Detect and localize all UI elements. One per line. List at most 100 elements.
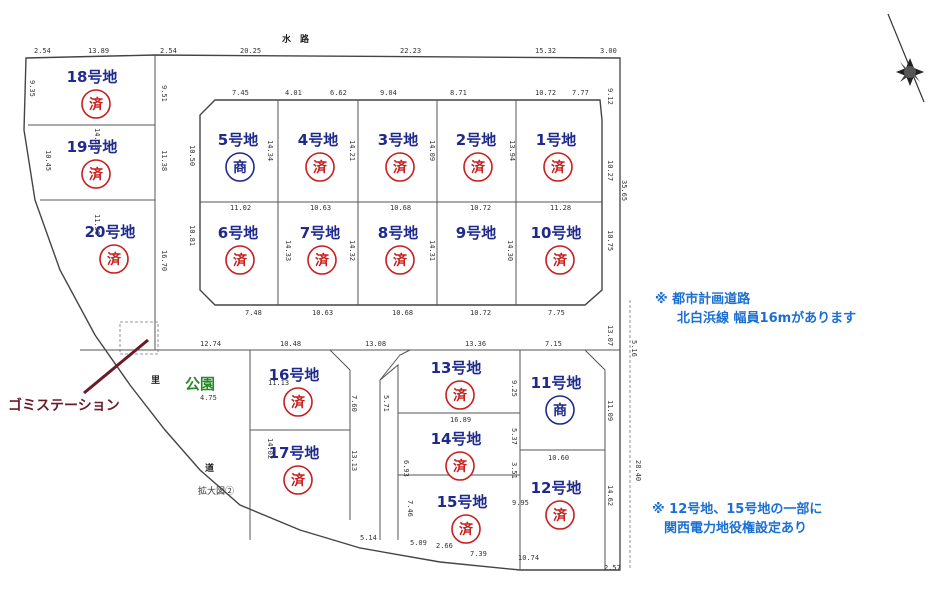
lot-label: 14号地 — [431, 430, 482, 448]
road-name-left-1: 里 — [151, 375, 160, 386]
park-label: 公園 — [185, 375, 215, 393]
dimension-misc: 14.09 — [428, 140, 436, 161]
dimension-south_row: 12.74 — [200, 340, 221, 348]
dimension-misc: 11.13 — [268, 379, 289, 387]
dimension-row2_bottom: 7.48 — [245, 309, 262, 317]
sold-seal-icon — [451, 514, 481, 544]
dimension-right_side: 10.27 — [606, 160, 614, 181]
lot-label: 1号地 — [536, 131, 576, 149]
dimension-misc: 9.25 — [510, 380, 518, 397]
dimension-misc: 13.94 — [508, 140, 516, 161]
lot-status: 済 — [291, 394, 306, 411]
lot-label: 15号地 — [437, 493, 488, 511]
lot-label: 9号地 — [456, 224, 496, 242]
lot-status: 済 — [393, 159, 408, 176]
lot-label: 3号地 — [378, 131, 418, 149]
dimension-misc: 4.75 — [200, 394, 217, 402]
south-area — [150, 349, 620, 570]
lot-status: 済 — [107, 251, 122, 268]
lots-layer: 18号地済19号地済20号地済5号地商4号地済3号地済2号地済1号地済6号地済7… — [67, 68, 582, 544]
dimension-misc: 7.39 — [470, 550, 487, 558]
commercial-seal-icon — [225, 152, 255, 182]
lot-status: 済 — [459, 521, 474, 538]
dimension-misc: 14.33 — [284, 240, 292, 261]
dimension-misc: 10.50 — [188, 145, 196, 166]
dimension-row2_bottom: 10.63 — [312, 309, 333, 317]
dimension-misc: 5.71 — [382, 395, 390, 412]
enlarged-label: 拡大図② — [198, 485, 234, 497]
dimension-right_side: 14.62 — [606, 485, 614, 506]
lot-status: 済 — [233, 252, 248, 269]
note-1-line-1: ※ 都市計画道路 — [655, 292, 751, 307]
sold-seal-icon — [385, 245, 415, 275]
sold-seal-icon — [545, 500, 575, 530]
lot-status: 済 — [89, 96, 104, 113]
sold-seal-icon — [385, 152, 415, 182]
compass-rose-icon — [887, 13, 925, 103]
dimension-row1: 7.45 — [232, 89, 249, 97]
dimension-top: 2.54 — [34, 47, 51, 55]
lot-status: 済 — [313, 159, 328, 176]
dimension-left_side: 14.23 — [93, 128, 101, 149]
dimension-row_mid: 10.63 — [310, 204, 331, 212]
sold-seal-icon — [445, 380, 475, 410]
dimension-south_row: 13.08 — [365, 340, 386, 348]
dimension-misc: 7.60 — [350, 395, 358, 412]
lot-status: 済 — [291, 472, 306, 489]
dimension-top: 20.25 — [240, 47, 261, 55]
sold-seal-icon — [305, 152, 335, 182]
dimension-misc: 13.13 — [350, 450, 358, 471]
dimension-row2_bottom: 10.68 — [392, 309, 413, 317]
lot-label: 11号地 — [531, 374, 582, 392]
dimension-row2_bottom: 7.75 — [548, 309, 565, 317]
sold-seal-icon — [283, 387, 313, 417]
dimension-misc: 2.57 — [604, 564, 621, 572]
sold-seal-icon — [463, 152, 493, 182]
commercial-seal-icon — [545, 395, 575, 425]
dimension-row1: 9.04 — [380, 89, 397, 97]
dimension-misc: 3.51 — [510, 462, 518, 479]
sold-seal-icon — [543, 152, 573, 182]
note-easement: ※ 12号地、15号地の一部に 関西電力地役権設定あり — [652, 500, 822, 538]
lot-label: 13号地 — [431, 359, 482, 377]
east-road-strip — [619, 58, 631, 570]
dimension-misc: 2.66 — [436, 542, 453, 550]
sold-seal-icon — [99, 244, 129, 274]
dimension-misc: 14.30 — [506, 240, 514, 261]
dimension-left_side: 11.38 — [160, 150, 168, 171]
dimension-misc: 6.93 — [402, 460, 410, 477]
lot-label: 10号地 — [531, 224, 582, 242]
lot-status: 済 — [453, 458, 468, 475]
dimension-misc: 14.02 — [266, 438, 274, 459]
lot-label: 7号地 — [300, 224, 340, 242]
lot-status: 済 — [453, 387, 468, 404]
dimension-top: 22.23 — [400, 47, 421, 55]
dimension-row_mid: 11.02 — [230, 204, 251, 212]
dimension-misc: 10.81 — [188, 225, 196, 246]
dimension-left_side: 9.35 — [28, 80, 36, 97]
dimension-misc: 5.09 — [410, 539, 427, 547]
lot-status: 済 — [471, 159, 486, 176]
dimension-left_side: 16.70 — [160, 250, 168, 271]
lot-label: 6号地 — [218, 224, 258, 242]
sold-seal-icon — [545, 245, 575, 275]
lot-status: 済 — [89, 166, 104, 183]
lot-status: 商 — [233, 159, 247, 176]
dimension-right_side: 5.16 — [630, 340, 638, 357]
lot-label: 16号地 — [269, 366, 320, 384]
dimension-south_row: 13.36 — [465, 340, 486, 348]
dimension-right_side: 11.09 — [606, 400, 614, 421]
